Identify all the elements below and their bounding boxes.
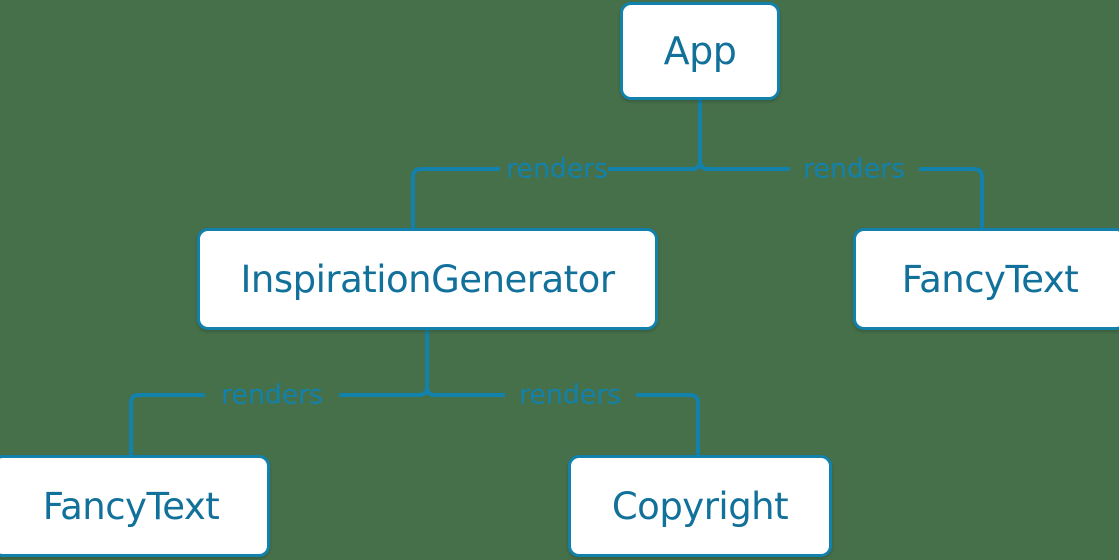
- edge-label-app-to-fancytext-right: renders: [803, 153, 905, 185]
- node-label-app: App: [663, 29, 737, 73]
- node-inspiration-generator[interactable]: InspirationGenerator: [197, 228, 658, 330]
- edge-inspiration-to-fancytext-bottom: [129, 393, 419, 455]
- edge-label-inspiration-to-fancytext-bottom: renders: [221, 379, 323, 411]
- node-label-copyright: Copyright: [611, 484, 789, 528]
- node-label-inspiration-generator: InspirationGenerator: [240, 257, 615, 301]
- node-fancytext-bottom[interactable]: FancyText: [0, 455, 270, 557]
- edge-app-stem-right: [698, 100, 709, 171]
- node-label-fancytext-right: FancyText: [901, 257, 1079, 301]
- edge-inspiration-stem-right: [425, 330, 436, 397]
- edge-app-to-fancytext-right: [708, 167, 984, 228]
- node-label-fancytext-bottom: FancyText: [42, 484, 220, 528]
- edge-app-to-inspiration-generator: [411, 167, 692, 228]
- edge-inspiration-to-copyright: [435, 393, 700, 455]
- node-fancytext-right[interactable]: FancyText: [853, 228, 1119, 330]
- edge-label-app-to-inspiration-generator: renders: [506, 153, 608, 185]
- node-app[interactable]: App: [620, 2, 780, 100]
- edge-label-inspiration-to-copyright: renders: [519, 379, 621, 411]
- node-copyright[interactable]: Copyright: [568, 455, 832, 557]
